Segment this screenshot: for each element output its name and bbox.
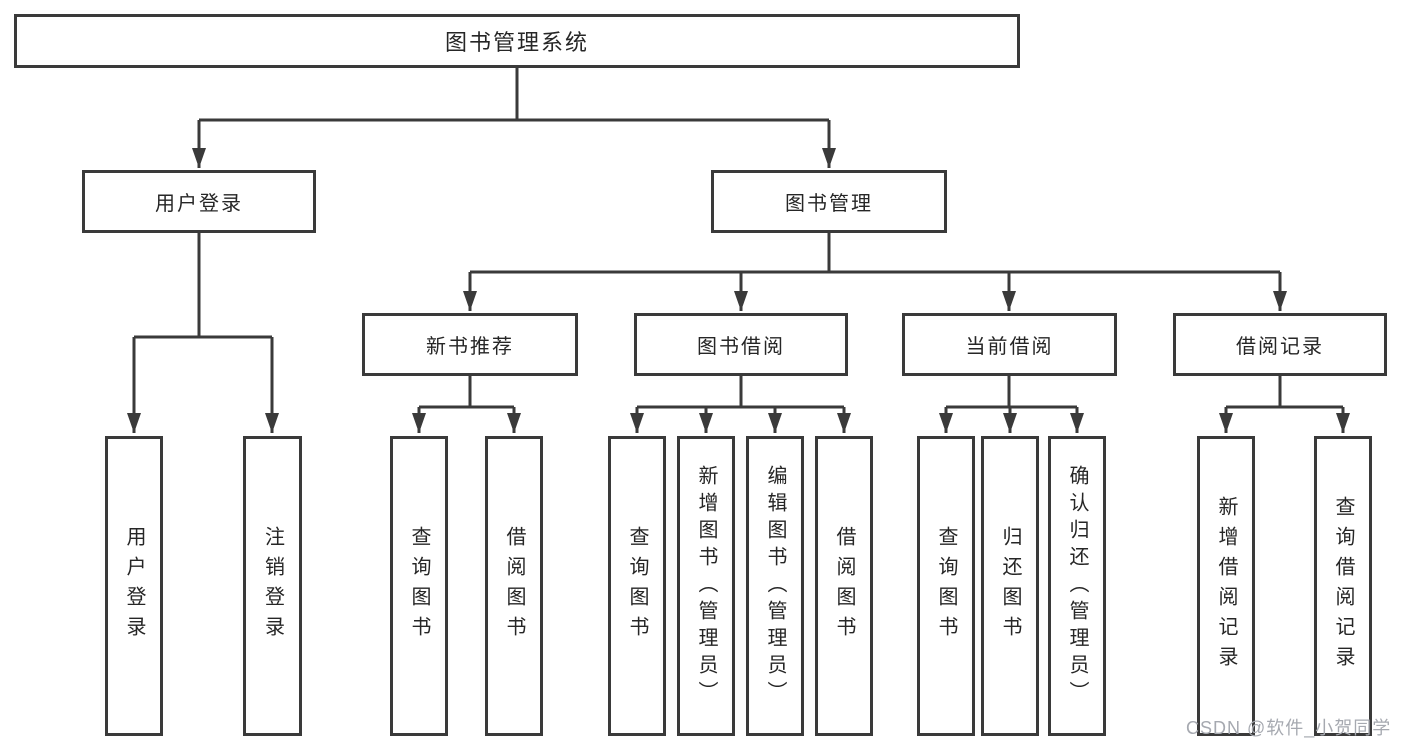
node-query-books-borrowing: 查询图书 xyxy=(608,436,666,736)
node-book-borrowing: 图书借阅 xyxy=(634,313,848,376)
node-label: 当前借阅 xyxy=(965,336,1054,358)
node-borrow-books-leaf: 借阅图书 xyxy=(815,436,873,736)
node-edit-books-admin: 编辑图书（管理员） xyxy=(746,436,804,736)
node-confirm-return-admin: 确认归还（管理员） xyxy=(1048,436,1106,736)
connector-current-borrowing-split xyxy=(939,376,1084,433)
node-label: 借阅图书 xyxy=(833,526,855,646)
node-user-login-leaf: 用户登录 xyxy=(105,436,163,736)
connector-book-borrowing-split xyxy=(630,376,851,433)
node-label: 用户登录 xyxy=(123,526,145,646)
node-add-books-admin: 新增图书（管理员） xyxy=(677,436,735,736)
node-user-login: 用户登录 xyxy=(82,170,316,233)
node-book-management: 图书管理 xyxy=(711,170,947,233)
node-return-books: 归还图书 xyxy=(981,436,1039,736)
node-label: 查询借阅记录 xyxy=(1332,496,1354,676)
connector-new-book-recommend-split xyxy=(412,376,521,433)
node-label: 查询图书 xyxy=(935,526,957,646)
node-label: 图书管理 xyxy=(785,193,873,215)
connector-borrowing-records-split xyxy=(1219,376,1350,433)
node-query-borrow-record: 查询借阅记录 xyxy=(1314,436,1372,736)
node-label: 新书推荐 xyxy=(426,336,514,358)
node-library-management-system: 图书管理系统 xyxy=(14,14,1020,68)
node-label: 用户登录 xyxy=(155,193,243,215)
node-label: 注销登录 xyxy=(261,526,284,646)
node-current-borrowing: 当前借阅 xyxy=(902,313,1117,376)
node-query-books-recommend: 查询图书 xyxy=(390,436,448,736)
node-label: 新增图书（管理员） xyxy=(695,464,717,708)
node-logout: 注销登录 xyxy=(243,436,302,736)
node-label: 查询图书 xyxy=(408,526,430,646)
node-label: 图书管理系统 xyxy=(444,30,589,55)
connector-root-split xyxy=(192,68,836,168)
node-new-book-recommend: 新书推荐 xyxy=(362,313,578,376)
csdn-watermark: CSDN @软件_小贺同学 xyxy=(1186,718,1392,738)
node-label: 借阅记录 xyxy=(1236,336,1324,358)
connector-user-login-split xyxy=(127,233,279,433)
node-label: 归还图书 xyxy=(999,526,1021,646)
node-label: 编辑图书（管理员） xyxy=(764,464,786,708)
connector-book-management-split xyxy=(463,233,1287,311)
node-add-borrow-record: 新增借阅记录 xyxy=(1197,436,1255,736)
node-label: 确认归还（管理员） xyxy=(1066,464,1088,708)
node-borrow-books-recommend: 借阅图书 xyxy=(485,436,543,736)
node-label: 新增借阅记录 xyxy=(1215,496,1237,676)
node-label: 图书借阅 xyxy=(697,336,785,358)
node-borrowing-records: 借阅记录 xyxy=(1173,313,1387,376)
node-label: 查询图书 xyxy=(626,526,648,646)
node-label: 借阅图书 xyxy=(503,526,525,646)
node-query-books-current: 查询图书 xyxy=(917,436,975,736)
